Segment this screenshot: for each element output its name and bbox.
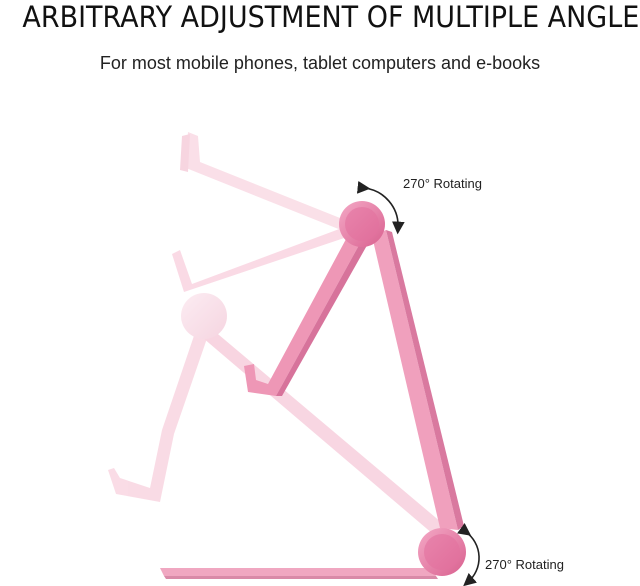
- bottom-rotation-arrow: [457, 523, 480, 586]
- bottom-rotation-label: 270° Rotating: [485, 557, 564, 572]
- top-rotation-arrow: [356, 180, 405, 235]
- ghost-arm-lower: [108, 293, 448, 540]
- stand-front-arm: [244, 228, 370, 396]
- top-rotation-label: 270° Rotating: [403, 176, 482, 191]
- ghost-arm-upper: [180, 132, 360, 236]
- ghost-joint: [181, 293, 227, 339]
- page-subheadline: For most mobile phones, tablet computers…: [99, 53, 541, 73]
- ghost-arm-middle: [172, 222, 362, 292]
- stand-base: [160, 568, 438, 579]
- page-headline: ARBITRARY ADJUSTMENT OF MULTIPLE ANGLES: [22, 0, 640, 34]
- stand-rear-support: [372, 230, 464, 530]
